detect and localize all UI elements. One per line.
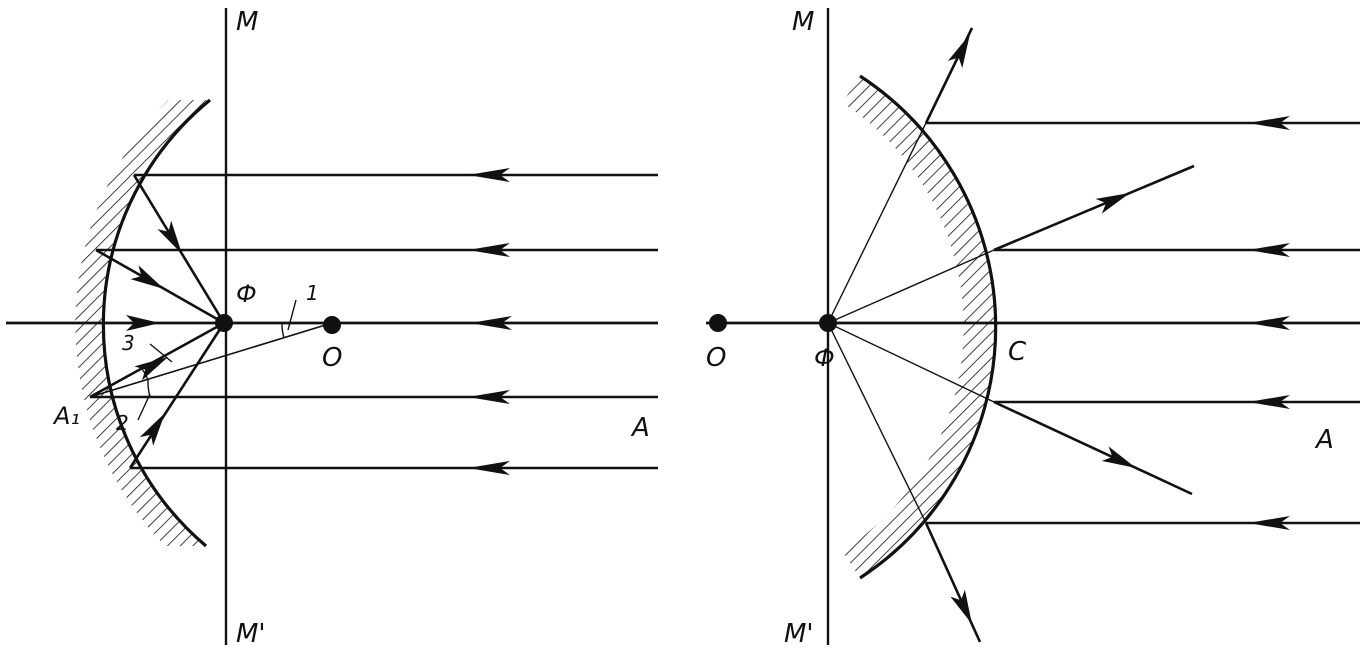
right-virtual-ray-extensions — [827, 122, 995, 524]
right-reflected-arrows — [947, 34, 1136, 624]
right-focus-label: Ф — [814, 344, 835, 372]
left-angle-label-1: 1 — [306, 281, 319, 305]
left-center-label: O — [322, 343, 342, 373]
left-radius-line — [89, 322, 333, 398]
right-mirror-surface — [859, 74, 998, 580]
left-focus-label: Ф — [236, 280, 257, 308]
left-angle-marks — [137, 299, 297, 421]
left-plane-bottom-label: M' — [236, 619, 266, 649]
left-concave-mirror-figure: M M' Ф O A A₁ 1 2 3 — [6, 7, 658, 649]
left-center-point — [323, 316, 341, 334]
right-focus-point — [819, 314, 837, 332]
right-convex-mirror-figure: M M' O Ф C A — [706, 7, 1360, 649]
left-focus-point — [215, 314, 233, 332]
right-incident-rays — [926, 121, 1360, 525]
left-angle-label-2: 2 — [116, 411, 129, 435]
right-axis-label: A — [1314, 425, 1334, 455]
right-plane-top-label: M — [792, 7, 814, 37]
left-plane-top-label: M — [236, 7, 258, 37]
left-axis-label: A — [630, 413, 650, 443]
left-incidence-point-label: A₁ — [52, 402, 80, 430]
right-vertex-label: C — [1008, 337, 1027, 367]
right-center-point — [709, 314, 727, 332]
left-mirror-hatching — [20, 60, 210, 590]
right-incident-arrows — [1248, 116, 1290, 530]
left-incident-arrows — [468, 168, 512, 475]
left-reflected-arrows — [126, 220, 182, 446]
right-plane-bottom-label: M' — [784, 619, 814, 649]
right-center-label: O — [706, 343, 726, 373]
left-angle-label-3: 3 — [122, 331, 135, 355]
